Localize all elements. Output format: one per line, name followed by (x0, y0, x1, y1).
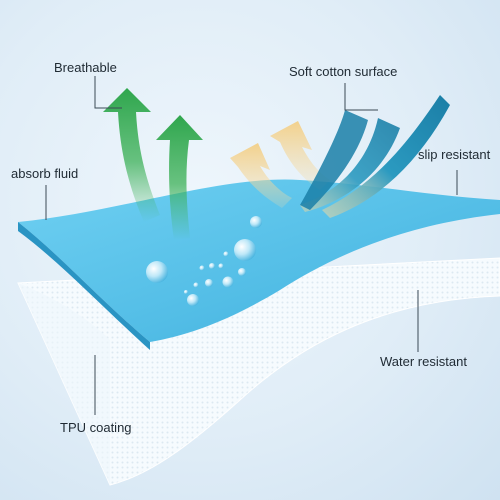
breathable-arrows (103, 88, 203, 240)
leader-soft-cotton (344, 83, 378, 111)
label-breathable: Breathable (54, 60, 117, 75)
cotton-surface-arrows (230, 121, 330, 208)
label-water-resistant: Water resistant (380, 354, 467, 369)
water-droplets (146, 216, 262, 306)
label-soft-cotton-surface: Soft cotton surface (289, 64, 398, 79)
slip-resistant-swooshes (300, 95, 450, 218)
label-absorb-fluid: absorb fluid (11, 166, 79, 181)
leader-breathable (94, 76, 122, 109)
leader-lines (45, 76, 458, 415)
label-tpu-coating: TPU coating (60, 420, 132, 435)
label-slip-resistant: slip resistant (418, 147, 491, 162)
absorb-fluid-layer (18, 179, 500, 350)
